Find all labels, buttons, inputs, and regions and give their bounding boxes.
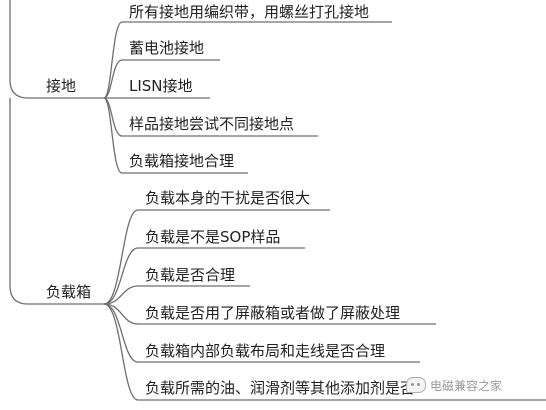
node-load-additives: 负载所需的油、润滑剂等其他添加剂是否	[145, 379, 416, 397]
wechat-icon	[406, 377, 426, 393]
connector-load-box-child-4	[103, 303, 420, 363]
connector-load-box-child-0	[103, 209, 330, 305]
node-load-layout-wiring: 负载箱内部负载布局和走线是否合理	[145, 342, 386, 360]
node-load-shielding: 负载是否用了屏蔽箱或者做了屏蔽处理	[145, 304, 401, 322]
node-load-sop-sample: 负载是不是SOP样品	[145, 228, 281, 246]
node-grounding: 接地	[46, 77, 77, 95]
watermark-text: 电磁兼容之家	[430, 378, 503, 393]
connector-load-box-child-5	[103, 303, 546, 401]
connector-grounding-child-4	[103, 97, 248, 174]
node-load-box: 负载箱	[46, 283, 92, 301]
connector-load-box-child-3	[103, 303, 436, 325]
node-load-reasonable: 负载是否合理	[145, 266, 236, 284]
node-grounding-braided-strap: 所有接地用编织带，用螺丝打孔接地	[129, 3, 370, 21]
node-grounding-load-box: 负载箱接地合理	[129, 152, 235, 170]
connector-root-load-box	[9, 98, 40, 305]
node-grounding-lisn: LISN接地	[129, 77, 193, 95]
connector-load-box-child-1	[103, 247, 305, 305]
node-load-interference: 负载本身的干扰是否很大	[145, 189, 311, 207]
connector-grounding-child-0	[103, 21, 392, 99]
connector-root-grounding	[9, 0, 40, 99]
node-grounding-sample-points: 样品接地尝试不同接地点	[129, 115, 295, 133]
node-grounding-battery: 蓄电池接地	[129, 39, 205, 57]
connector-load-box-child-2	[103, 285, 250, 305]
watermark: 电磁兼容之家	[406, 372, 542, 398]
connector-grounding-child-1	[103, 59, 220, 99]
